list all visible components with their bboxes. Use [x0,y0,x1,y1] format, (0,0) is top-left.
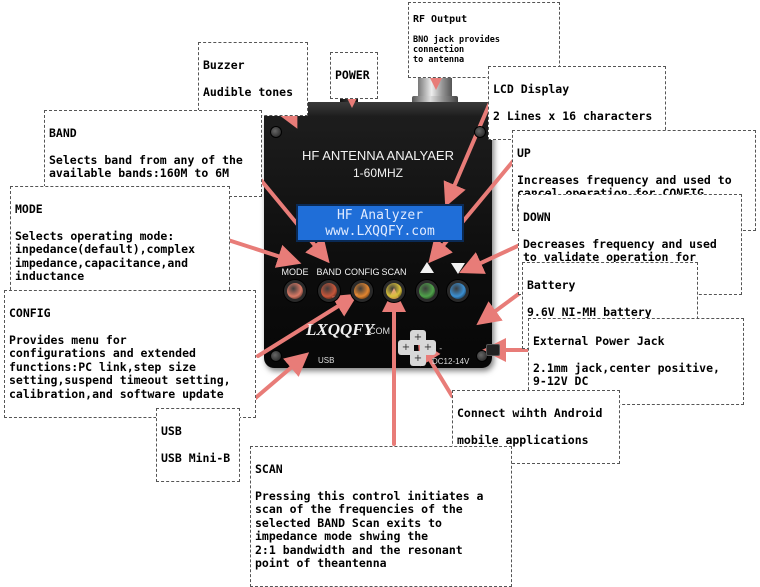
callout-lcd-display: LCD Display 2 Lines x 16 characters [488,66,666,140]
config-button-label: CONFIG [344,267,380,277]
callout-power: POWER [330,52,378,99]
screw-top-right [474,126,486,138]
band-button[interactable] [321,283,337,299]
callout-rf-output-title: RF Output [413,14,468,25]
callout-rf-output: RF Output BNO jack provides connection t… [408,2,560,78]
arrow-layer [226,36,532,446]
up-button[interactable] [419,283,435,299]
dc-polarity-symbol: + - [430,344,443,353]
callout-config-body: Provides menu for configurations and ext… [9,332,231,401]
arrow-battery [476,288,526,326]
lcd-line-2: www.LXQQFY.com [325,224,435,239]
callout-android: Connect wihth Android mobile application… [452,390,620,464]
pad-button-bottom: + [410,351,426,366]
callout-rf-output-body: BNO jack provides connection to antenna [413,35,500,65]
down-arrow-icon [451,263,465,274]
callout-band-body: Selects band from any of the available b… [49,152,243,180]
callout-down-title: DOWN [523,209,551,224]
arrow-mode [226,238,302,268]
callout-usb-body: USB Mini-B [161,450,231,465]
callout-usb-title: USB [161,423,182,438]
callout-android-body: mobile applications [457,432,589,447]
callout-scan: SCAN Pressing this control initiates a s… [250,446,512,587]
callout-power-title: POWER [335,67,370,82]
callout-mode-body: Selects operating mode: inpedance(defaul… [15,228,196,283]
arrow-android [417,339,454,398]
dc-power-jack[interactable] [486,344,500,356]
dc-input-label: DC12-14V [432,357,470,366]
mode-button[interactable] [287,283,303,299]
callout-band-title: BAND [49,125,77,140]
arrow-lcd [443,96,494,208]
callout-mode-title: MODE [15,201,43,216]
device-frequency-range: 1-60MHZ [352,166,403,180]
callout-mode: MODE Selects operating mode: inpedance(d… [10,186,230,300]
bnc-connector-ring [412,96,458,106]
callout-up-title: UP [517,145,531,160]
callout-buzzer: Buzzer Audible tones [198,42,308,116]
brand-logo-suffix: ·COM [366,326,390,336]
callout-battery-title: Battery [527,277,576,292]
callout-buzzer-title: Buzzer [203,57,245,72]
scan-button-label: SCAN [381,267,407,277]
callout-ext-power-body: 2.1mm jack,center positive, 9-12V DC [533,360,720,388]
callout-scan-title: SCAN [255,461,283,476]
brand-logo: LXQQFY [306,320,374,339]
callout-band: BAND Selects band from any of the availa… [44,110,262,197]
callout-config-title: CONFIG [9,305,51,320]
lcd-screen: HF Analyzer www.LXQQFY.com [296,204,464,242]
analyzer-device [264,116,492,368]
arrow-down [459,242,524,274]
lcd-line-1: HF Analyzer [336,208,424,223]
arrow-config [256,293,359,358]
callout-usb: USB USB Mini-B [156,408,240,482]
screw-top-left [270,126,282,138]
scan-button[interactable] [386,283,402,299]
callout-scan-body: Pressing this control initiates a scan o… [255,488,484,570]
callout-ext-power-title: External Power Jack [533,333,665,348]
usb-port-label: USB [318,356,335,365]
device-title: HF ANTENNA ANALYAER [302,148,454,163]
screw-bottom-left [270,350,282,362]
mode-button-label: MODE [281,267,309,277]
callout-config: CONFIG Provides menu for configurations … [4,290,256,418]
callout-android-title: Connect wihth Android [457,405,603,420]
down-button[interactable] [450,283,466,299]
config-button[interactable] [354,283,370,299]
callout-lcd-body: 2 Lines x 16 characters [493,108,653,123]
callout-lcd-title: LCD Display [493,81,570,96]
callout-buzzer-body: Audible tones [203,84,294,99]
band-button-label: BAND [316,267,342,277]
up-arrow-icon [420,262,434,273]
